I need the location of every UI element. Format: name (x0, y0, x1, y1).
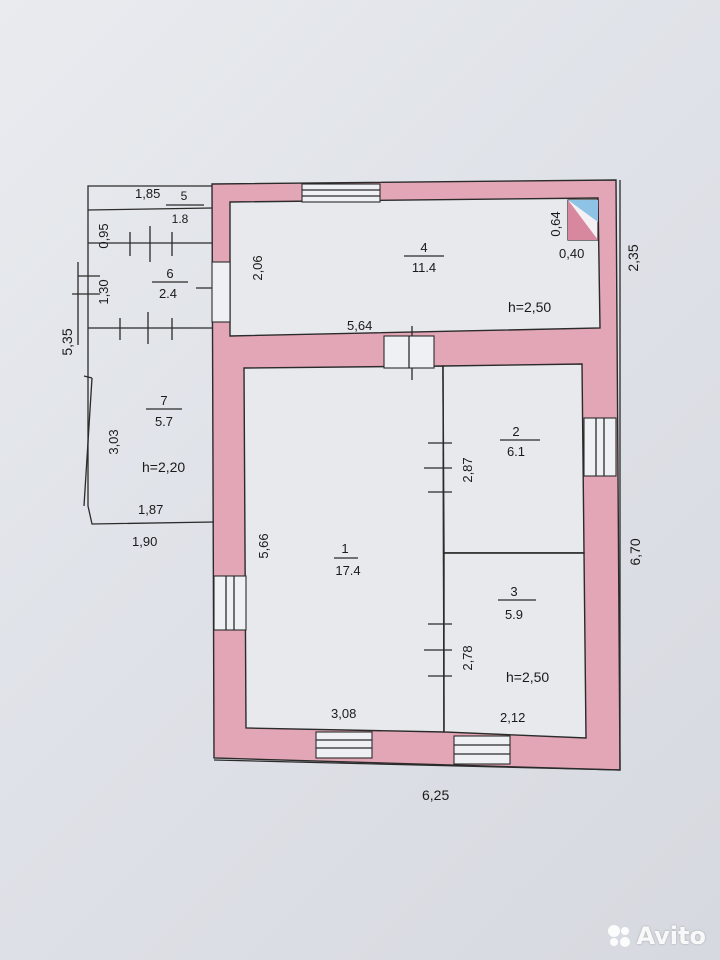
dim-3-03: 3,03 (106, 429, 121, 454)
annex-outline (87, 185, 215, 525)
chimney-red (568, 200, 598, 240)
window-top (301, 183, 381, 203)
dim-line-bottom (213, 759, 621, 771)
dim-5-66: 5,66 (256, 533, 271, 558)
room-label-5: 5 1.8 (166, 189, 204, 226)
room-number: 7 (160, 393, 167, 408)
window-bottom-1 (315, 731, 373, 759)
avito-logo-icon (608, 925, 631, 947)
annex-partition-5 (87, 207, 213, 211)
dim-5-35: 5,35 (59, 328, 75, 355)
room-number: 2 (512, 424, 519, 439)
dim-2-12: 2,12 (500, 710, 525, 725)
room-number: 1 (341, 541, 348, 556)
height-room-3: h=2,50 (506, 669, 549, 685)
dim-2-06: 2,06 (250, 255, 265, 280)
chimney-blue (568, 200, 598, 222)
room-number: 5 (181, 189, 188, 203)
dim-2-78: 2,78 (460, 645, 475, 670)
dim-6-25: 6,25 (422, 787, 449, 803)
dim-2-87: 2,87 (460, 457, 475, 482)
room-number: 6 (166, 266, 173, 281)
room-label-3: 3 5.9 (498, 584, 536, 622)
room-area: 5.9 (505, 607, 523, 622)
room-area: 5.7 (155, 414, 173, 429)
dim-6-70: 6,70 (627, 538, 643, 565)
room-label-2: 2 6.1 (500, 424, 540, 459)
room-label-7: 7 5.7 (146, 393, 182, 429)
room-number: 3 (510, 584, 517, 599)
dim-0-95: 0,95 (96, 223, 111, 248)
doorway-annex (211, 261, 231, 323)
door-swing (83, 375, 93, 379)
wall-1-2-3 (442, 365, 445, 733)
room-label-4: 4 11.4 (404, 240, 444, 275)
room-area: 17.4 (335, 563, 360, 578)
window-left (213, 575, 247, 631)
room-label-1: 1 17.4 (334, 541, 361, 578)
room-area: 6.1 (507, 444, 525, 459)
avito-brand-text: Avito (636, 922, 706, 950)
height-room-7: h=2,20 (142, 459, 185, 475)
window-right (583, 417, 617, 477)
dim-1-85: 1,85 (135, 186, 160, 201)
dim-1-87: 1,87 (138, 502, 163, 517)
door-swing (83, 377, 93, 507)
dim-0-40: 0,40 (559, 246, 584, 261)
height-room-4: h=2,50 (508, 299, 551, 315)
room-area: 11.4 (412, 260, 436, 275)
window-bottom-2 (453, 735, 511, 765)
dim-2-35: 2,35 (625, 244, 641, 271)
room-area: 1.8 (172, 212, 189, 226)
dim-1-90: 1,90 (132, 534, 157, 549)
dim-1-30: 1,30 (96, 279, 111, 304)
room-area: 2.4 (159, 286, 177, 301)
dim-5-64: 5,64 (347, 318, 372, 333)
room-number: 4 (420, 240, 427, 255)
dim-0-64: 0,64 (548, 211, 563, 236)
dim-3-08: 3,08 (331, 706, 356, 721)
avito-watermark: Avito (606, 922, 706, 950)
room-label-6: 6 2.4 (152, 266, 188, 301)
